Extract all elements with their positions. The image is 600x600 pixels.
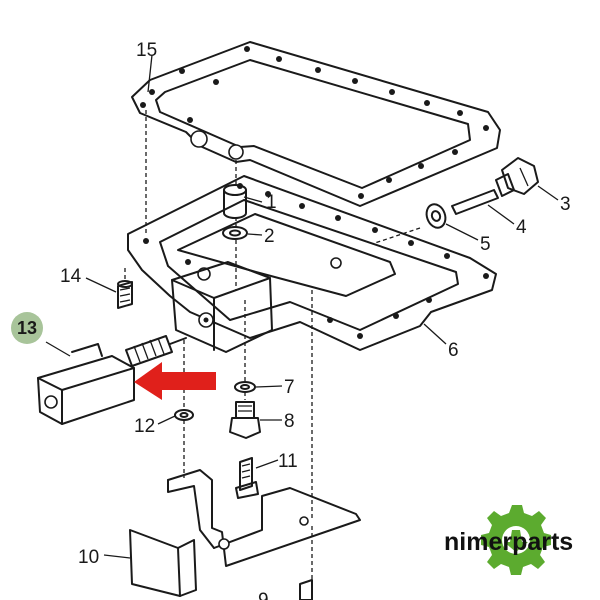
mounting-bracket <box>167 469 361 567</box>
valve-housing <box>127 175 497 353</box>
callout-11: 11 <box>278 451 298 472</box>
pin <box>451 189 499 215</box>
plate-10 <box>129 529 197 597</box>
callout-15: 15 <box>136 40 157 61</box>
brand-name: nimerparts <box>444 528 573 556</box>
callout-labels: 15 1 2 3 4 5 6 7 8 11 12 10 14 9 <box>60 40 571 600</box>
callout-8: 8 <box>284 411 295 432</box>
callout-1: 1 <box>266 192 277 213</box>
washer <box>425 203 447 229</box>
leader-lines <box>45 54 559 559</box>
o-ring <box>222 226 248 240</box>
callout-4: 4 <box>516 217 527 238</box>
callout-14: 14 <box>60 266 82 287</box>
callout-7: 7 <box>284 377 295 398</box>
bushing <box>223 184 247 219</box>
solenoid <box>37 335 187 425</box>
callout-9: 9 <box>258 590 269 600</box>
callout-6: 6 <box>448 340 459 361</box>
washer-7 <box>234 381 256 393</box>
nimerparts-logo: nimerparts <box>444 505 573 575</box>
gear-icon <box>481 505 551 575</box>
fitting-8 <box>229 401 261 439</box>
callout-10: 10 <box>78 547 99 568</box>
callout-3: 3 <box>560 194 571 215</box>
red-pointer-arrow <box>134 362 216 400</box>
callout-13-label: 13 <box>17 318 37 338</box>
bolt-9 <box>299 579 313 600</box>
callout-12: 12 <box>134 416 155 437</box>
washer-12 <box>174 409 194 421</box>
callout-13-badge <box>11 312 43 344</box>
callout-5: 5 <box>480 234 491 255</box>
plug <box>495 157 539 197</box>
callout-2: 2 <box>264 226 275 247</box>
bolt-14 <box>117 280 133 309</box>
bolt-11 <box>235 457 259 499</box>
highlight-callout-13: 13 <box>11 312 43 344</box>
cover-gasket <box>131 41 501 207</box>
